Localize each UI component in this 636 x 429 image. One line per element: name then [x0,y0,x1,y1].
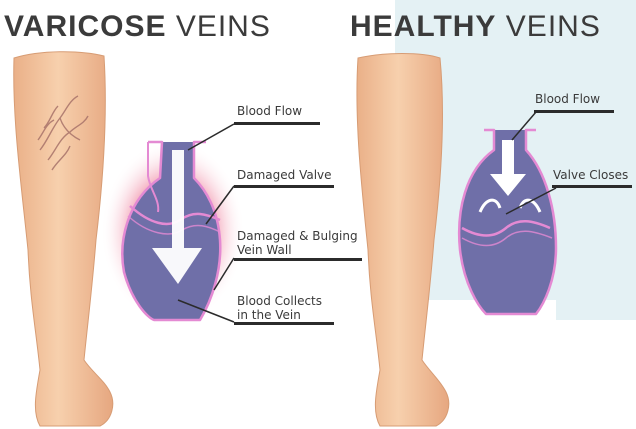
label-bulging-wall-2: Vein Wall [237,243,292,257]
varicose-title-bold: VARICOSE [4,10,166,43]
varicose-leg [14,52,113,426]
healthy-title-bold: HEALTHY [350,10,496,43]
healthy-title-light: VEINS [506,10,601,43]
varicose-title-light: VEINS [176,10,271,43]
underline-bulging-wall [234,258,362,261]
underline-blood-collects [234,322,334,325]
underline-blood-flow-healthy [534,110,614,113]
label-blood-collects-1: Blood Collects [237,294,322,308]
varicose-title: VARICOSE VEINS [4,10,271,44]
label-bulging-wall-1: Damaged & Bulging [237,229,358,243]
healthy-title: HEALTHY VEINS [350,10,601,44]
label-blood-flow: Blood Flow [237,104,302,118]
healthy-leg [357,54,449,427]
label-damaged-valve: Damaged Valve [237,168,332,182]
underline-valve-closes [552,185,632,188]
label-valve-closes: Valve Closes [553,168,628,182]
underline-damaged-valve [234,185,334,188]
underline-blood-flow [234,122,320,125]
label-blood-flow-healthy: Blood Flow [535,92,600,106]
varicose-vein-diagram [101,124,245,324]
label-blood-collects-2: in the Vein [237,308,301,322]
healthy-vein-diagram [459,112,556,314]
